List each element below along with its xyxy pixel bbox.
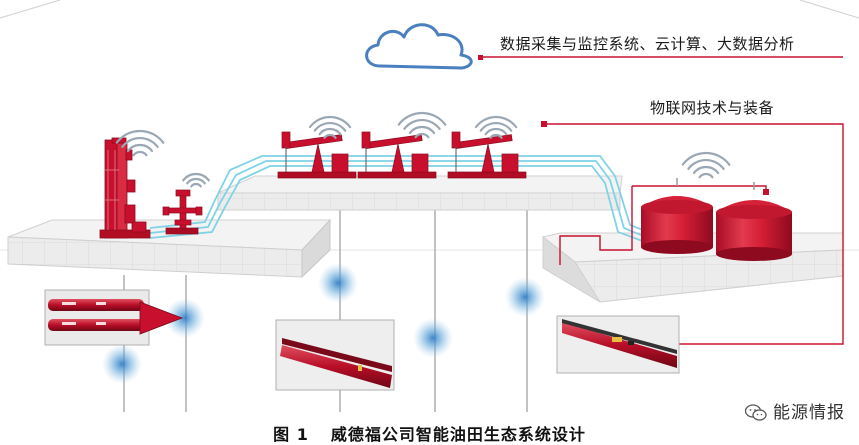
watermark-text: 能源情报 — [773, 403, 845, 423]
wifi-icon — [474, 115, 518, 139]
figure-caption: 图 1 威德福公司智能油田生态系统设计 — [0, 421, 859, 445]
wechat-icon — [745, 404, 767, 421]
pump-jack — [277, 131, 357, 179]
pump-jacks — [277, 131, 527, 179]
left-platform — [7, 218, 332, 279]
wifi-icon — [182, 172, 210, 188]
underground-signals — [102, 263, 545, 384]
signal-glow — [102, 344, 142, 384]
drilling-rig — [99, 137, 151, 239]
watermark: 能源情报 — [745, 398, 845, 423]
storage-tank-left — [641, 178, 713, 254]
wifi-icon — [115, 129, 165, 157]
signal-glow — [165, 298, 205, 338]
signal-glow — [413, 318, 453, 358]
wellhead — [162, 189, 203, 235]
wireless-signal-icons — [115, 111, 731, 188]
middle-platform — [217, 175, 623, 211]
downhole-tool-inset-left — [44, 289, 184, 346]
cloud-icon — [365, 23, 473, 70]
downhole-tool-inset-middle — [275, 319, 395, 391]
pump-jack — [357, 131, 437, 179]
figure-title: 威德福公司智能油田生态系统设计 — [330, 425, 586, 444]
iot-label: 物联网技术与装备 — [650, 99, 775, 117]
downhole-tool-inset-right — [556, 315, 680, 374]
signal-glow — [318, 263, 358, 303]
wifi-icon — [681, 151, 731, 179]
cloud-label: 数据采集与监控系统、云计算、大数据分析 — [500, 35, 795, 53]
storage-tank-right — [716, 182, 792, 261]
wifi-icon — [308, 115, 352, 139]
pump-jack — [447, 131, 527, 179]
wifi-icon — [397, 111, 447, 139]
signal-glow — [505, 277, 545, 317]
pipelines — [149, 155, 649, 244]
figure-number: 图 1 — [273, 425, 309, 444]
